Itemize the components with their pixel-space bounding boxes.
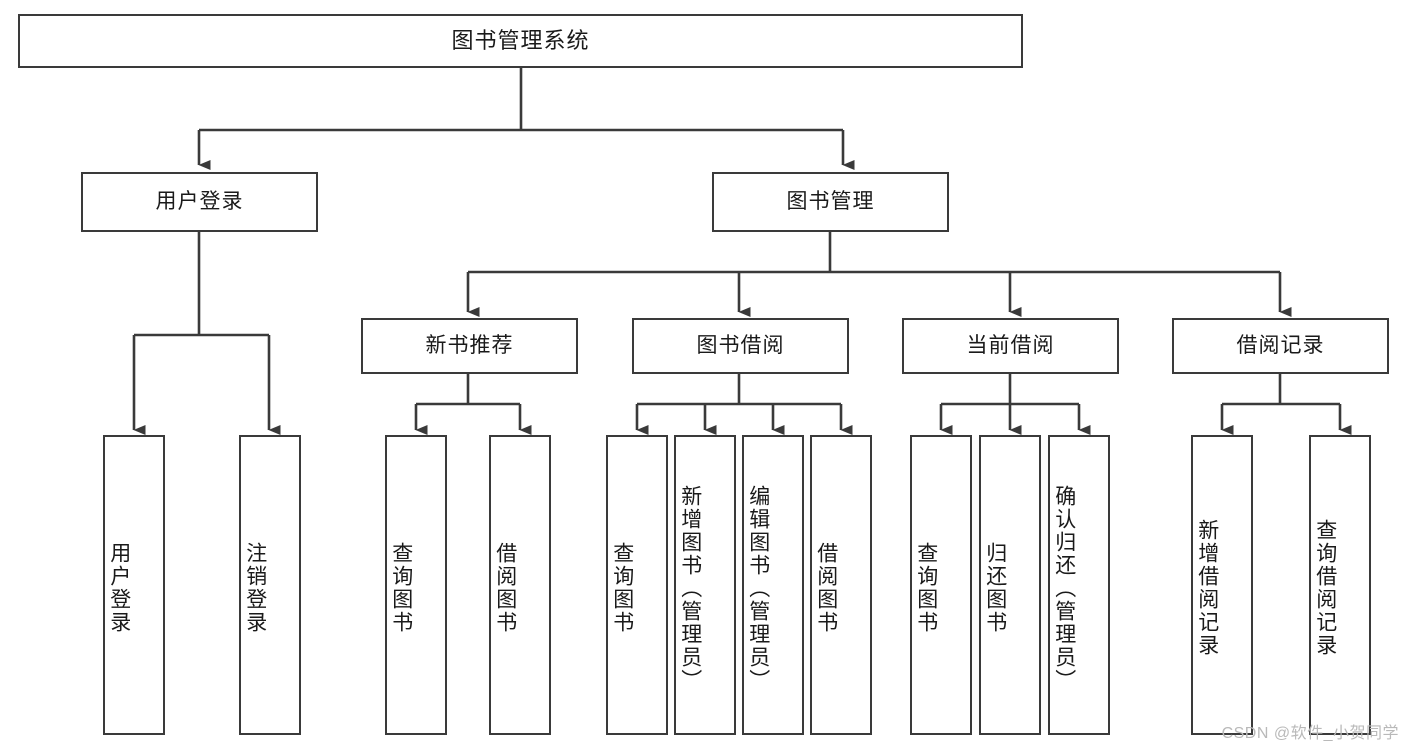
leaf-user-login-login[interactable]: 用户登录 (103, 435, 165, 735)
leaf-book-borrow-borrow[interactable]: 借阅图书 (810, 435, 872, 735)
leaf-current-borrow-return[interactable]: 归还图书 (979, 435, 1041, 735)
leaf-borrow-record-query[interactable]: 查询借阅记录 (1309, 435, 1371, 735)
leaf-book-borrow-query[interactable]: 查询图书 (606, 435, 668, 735)
leaf-current-borrow-return-label: 归还图书 (983, 542, 1007, 634)
node-book-manage-label: 图书管理 (786, 190, 875, 214)
leaf-user-login-logout[interactable]: 注销登录 (239, 435, 301, 735)
csdn-watermark: CSDN @软件_小贺同学 (1221, 725, 1399, 742)
leaf-book-borrow-query-label: 查询图书 (610, 542, 634, 634)
leaf-book-borrow-borrow-label: 借阅图书 (814, 542, 838, 634)
leaf-new-book-query[interactable]: 查询图书 (385, 435, 447, 735)
leaf-current-borrow-query-label: 查询图书 (914, 542, 938, 634)
node-current-borrow-label: 当前借阅 (966, 334, 1055, 358)
leaf-borrow-record-add-label: 新增借阅记录 (1195, 519, 1219, 657)
node-new-book-recommend[interactable]: 新书推荐 (361, 318, 578, 374)
leaf-book-borrow-edit-label: 编辑图书（管理员） (746, 484, 770, 692)
leaf-borrow-record-add[interactable]: 新增借阅记录 (1191, 435, 1253, 735)
leaf-current-borrow-confirm-label: 确认归还（管理员） (1052, 484, 1076, 692)
node-borrow-record-label: 借阅记录 (1236, 334, 1325, 358)
leaf-current-borrow-confirm[interactable]: 确认归还（管理员） (1048, 435, 1110, 735)
node-user-login[interactable]: 用户登录 (81, 172, 318, 232)
node-borrow-record[interactable]: 借阅记录 (1172, 318, 1389, 374)
node-book-borrow[interactable]: 图书借阅 (632, 318, 849, 374)
node-book-manage[interactable]: 图书管理 (712, 172, 949, 232)
node-new-book-recommend-label: 新书推荐 (425, 334, 514, 358)
leaf-new-book-borrow[interactable]: 借阅图书 (489, 435, 551, 735)
leaf-book-borrow-add[interactable]: 新增图书（管理员） (674, 435, 736, 735)
leaf-user-login-login-label: 用户登录 (107, 542, 131, 634)
leaf-book-borrow-add-label: 新增图书（管理员） (678, 484, 702, 692)
leaf-new-book-borrow-label: 借阅图书 (493, 542, 517, 634)
leaf-book-borrow-edit[interactable]: 编辑图书（管理员） (742, 435, 804, 735)
leaf-user-login-logout-label: 注销登录 (243, 542, 267, 634)
node-current-borrow[interactable]: 当前借阅 (902, 318, 1119, 374)
leaf-current-borrow-query[interactable]: 查询图书 (910, 435, 972, 735)
node-root-label: 图书管理系统 (451, 27, 590, 53)
node-root[interactable]: 图书管理系统 (18, 14, 1023, 68)
node-user-login-label: 用户登录 (155, 190, 244, 214)
leaf-borrow-record-query-label: 查询借阅记录 (1313, 519, 1337, 657)
leaf-new-book-query-label: 查询图书 (389, 542, 413, 634)
node-book-borrow-label: 图书借阅 (696, 334, 785, 358)
